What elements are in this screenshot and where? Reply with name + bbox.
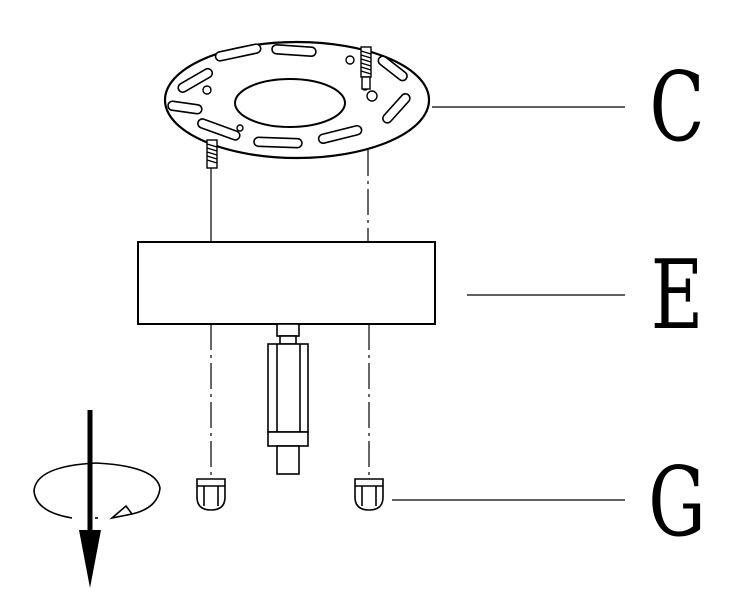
rotation-arrow-icon <box>33 462 161 520</box>
leader-lines <box>392 106 625 501</box>
alignment-lines <box>210 150 370 478</box>
fixture-canopy <box>137 241 436 325</box>
screw-left <box>206 139 218 169</box>
fixture-stem <box>267 323 309 475</box>
callout-g: G <box>648 447 706 559</box>
callout-c: C <box>649 52 704 164</box>
mounting-plate <box>163 40 431 160</box>
callout-e: E <box>651 240 704 352</box>
screw-right <box>360 46 372 90</box>
plate-center-hole <box>234 78 346 128</box>
cap-nut-right <box>354 478 384 511</box>
cap-nut-left <box>196 478 226 511</box>
down-arrow-icon <box>79 410 101 588</box>
fixture-body <box>137 241 436 475</box>
plate-slots <box>167 43 411 149</box>
plate-holes <box>202 55 378 132</box>
